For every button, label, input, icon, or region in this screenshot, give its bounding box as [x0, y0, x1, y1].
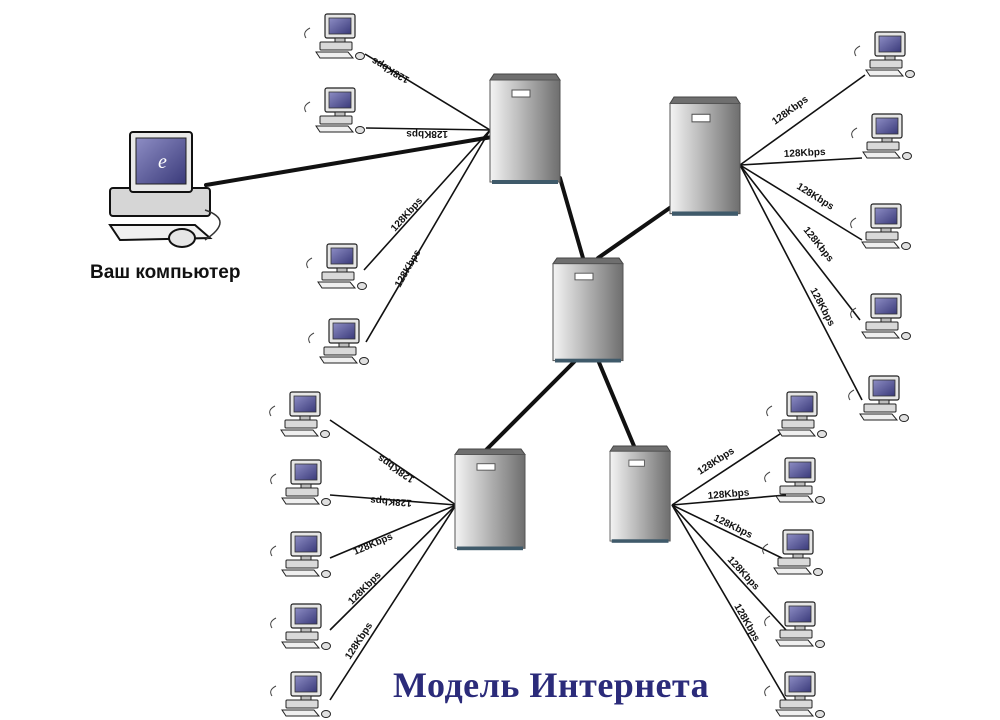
speed-label: 128Kbps [406, 128, 448, 139]
desktop-computer-icon: e [108, 131, 221, 248]
link-center-server3 [484, 358, 578, 452]
server-icon [552, 257, 624, 363]
client-links [329, 53, 866, 701]
speed-label: 128Kbps [376, 452, 417, 485]
server-icon [609, 445, 671, 544]
workstation-icon [848, 375, 910, 423]
speed-label: 128Kbps [794, 181, 836, 213]
workstations [269, 13, 916, 719]
speed-label: 128Kbps [731, 602, 762, 644]
workstation-icon [851, 113, 913, 161]
speed-label: 128Kbps [784, 147, 827, 160]
speed-label: 128Kbps [370, 54, 412, 85]
link-center-server4 [596, 358, 636, 448]
your-computer-label: Ваш компьютер [90, 262, 241, 283]
speed-label: 128Kbps [770, 94, 811, 128]
speed-label: 128Kbps [389, 195, 425, 234]
speed-label: 128Kbps [346, 570, 384, 608]
workstation-icon [270, 671, 332, 719]
backbone-links [204, 135, 676, 452]
speed-label: 128Kbps [696, 445, 737, 477]
workstation-icon [306, 243, 368, 291]
workstation-icon [764, 601, 826, 649]
workstation-icon [304, 13, 366, 61]
workstation-icon [766, 391, 828, 439]
speed-label: 128Kbps [369, 494, 412, 508]
workstation-icon [269, 391, 331, 439]
servers [454, 73, 741, 551]
diagram-title: Модель Интернета [393, 665, 710, 705]
workstation-icon [304, 87, 366, 135]
server-icon [669, 96, 741, 217]
link-your-computer [204, 135, 494, 187]
workstation-icon [270, 531, 332, 579]
workstation-icon [270, 603, 332, 651]
workstation-icon [854, 31, 916, 79]
server-icon [454, 448, 526, 551]
speed-label: 128Kbps [393, 248, 424, 290]
workstation-icon [850, 293, 912, 341]
workstation-icon [850, 203, 912, 251]
workstation-icon [308, 318, 370, 366]
workstation-icon [270, 459, 332, 507]
speed-label: 128Kbps [801, 225, 836, 265]
link-server1-center [558, 176, 585, 260]
speed-label: 128Kbps [707, 487, 750, 502]
server-icon [489, 73, 561, 185]
speed-label: 128Kbps [725, 555, 762, 593]
link-server2-center [596, 203, 676, 260]
speed-label: 128Kbps [352, 531, 395, 558]
svg-text:e: e [158, 151, 167, 173]
